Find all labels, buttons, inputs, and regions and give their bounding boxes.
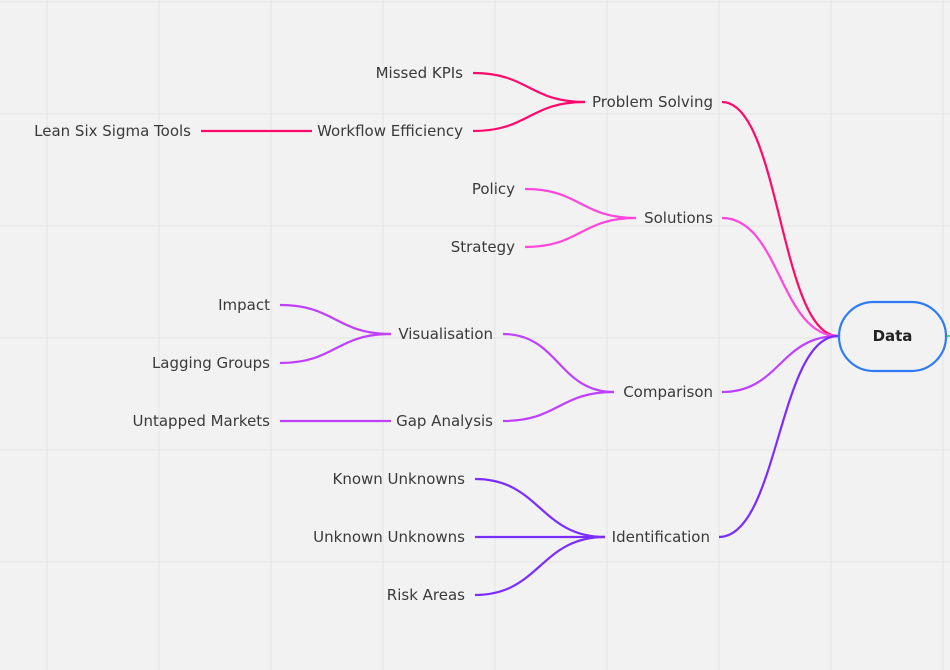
topic-node[interactable]: Workflow Efficiency (317, 122, 463, 140)
root-node[interactable]: Data (837, 300, 950, 373)
topic-node[interactable]: Unknown Unknowns (313, 528, 465, 546)
branch-node-identification[interactable]: Identification (612, 528, 710, 546)
edge (502, 332, 615, 394)
topic-node[interactable]: Risk Areas (387, 586, 465, 604)
topic-node[interactable]: Policy (472, 180, 515, 198)
branch-node-solutions[interactable]: Solutions (644, 209, 713, 227)
edge (502, 390, 615, 423)
subtopic-node[interactable]: Untapped Markets (133, 412, 271, 430)
branch-node-problem[interactable]: Problem Solving (592, 93, 713, 111)
edge (474, 477, 606, 539)
subtopic-node[interactable]: Lean Six Sigma Tools (34, 122, 191, 140)
edge (474, 535, 606, 597)
edge (721, 216, 839, 338)
subtopic-node[interactable]: Impact (218, 296, 270, 314)
edge (524, 187, 637, 220)
edge (721, 334, 839, 394)
edge (721, 100, 839, 338)
topic-node[interactable]: Known Unknowns (332, 470, 465, 488)
topic-node[interactable]: Visualisation (398, 325, 493, 343)
topic-node[interactable]: Missed KPIs (376, 64, 464, 82)
edge (472, 100, 586, 133)
subtopic-node[interactable]: Lagging Groups (152, 354, 270, 372)
edge (718, 334, 839, 539)
edge (279, 303, 392, 336)
edge (279, 332, 392, 365)
topic-node[interactable]: Strategy (451, 238, 515, 256)
edges (201, 71, 839, 597)
root-node-border (837, 300, 948, 373)
topic-node[interactable]: Gap Analysis (396, 412, 493, 430)
root-node-label: Data (873, 327, 913, 345)
branch-node-comparison[interactable]: Comparison (623, 383, 713, 401)
edge (524, 216, 637, 249)
edge (472, 71, 586, 104)
